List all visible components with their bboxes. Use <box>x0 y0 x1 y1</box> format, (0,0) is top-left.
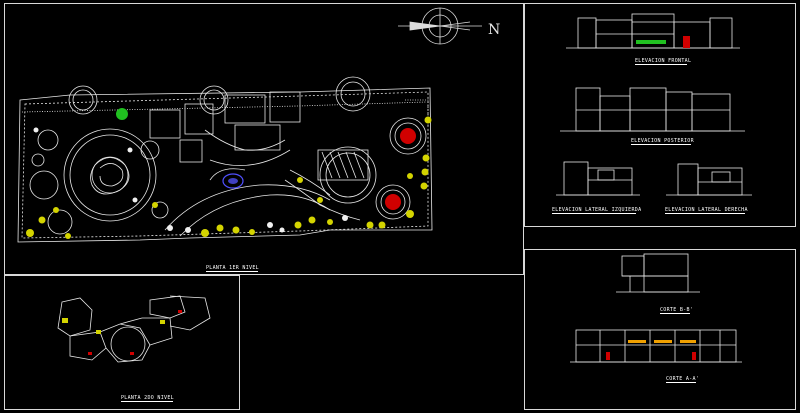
label-elevacion-izquierda: ELEVACION LATERAL IZQUIERDA <box>552 207 642 213</box>
label-corte-aa: CORTE A-A' <box>666 376 700 382</box>
label-underline <box>206 271 258 272</box>
site-boundary <box>17 87 433 243</box>
site-plan-frame <box>4 3 524 275</box>
red-gazebo-icon-2 <box>385 194 401 210</box>
label-underline <box>635 64 687 65</box>
orange-windows-icon <box>628 340 696 343</box>
label-planta-1er: PLANTA 1ER NIVEL <box>206 265 259 271</box>
label-underline <box>666 382 696 383</box>
site-plan-drawing <box>17 76 433 243</box>
label-underline <box>665 213 745 214</box>
red-door-icon <box>683 36 690 48</box>
label-underline <box>631 144 691 145</box>
label-underline <box>552 213 636 214</box>
north-arrow-icon <box>398 7 482 45</box>
plaza-circle-right <box>319 146 377 204</box>
label-underline <box>121 401 173 402</box>
label-corte-bb: CORTE B-B' <box>660 307 694 313</box>
green-tree-icon <box>116 108 128 120</box>
label-underline <box>660 313 690 314</box>
second-floor-drawing <box>57 295 211 363</box>
label-planta-2do: PLANTA 2DO NIVEL <box>121 395 174 401</box>
yellow-trees-icon <box>26 116 432 239</box>
green-planter-icon <box>636 40 666 44</box>
label-elevacion-frontal: ELEVACION FRONTAL <box>635 58 692 64</box>
second-floor-frame <box>4 275 240 410</box>
elevations-frame <box>524 3 796 227</box>
elevations-drawing <box>556 13 752 196</box>
sections-frame <box>524 249 796 410</box>
plaza-circle-left <box>63 128 157 222</box>
red-gazebo-icon <box>400 128 416 144</box>
sections-drawing <box>570 253 742 363</box>
label-elevacion-posterior: ELEVACION POSTERIOR <box>631 138 694 144</box>
fountain-icon <box>222 173 244 189</box>
label-elevacion-derecha: ELEVACION LATERAL DERECHA <box>665 207 748 213</box>
north-letter: N <box>488 22 501 38</box>
